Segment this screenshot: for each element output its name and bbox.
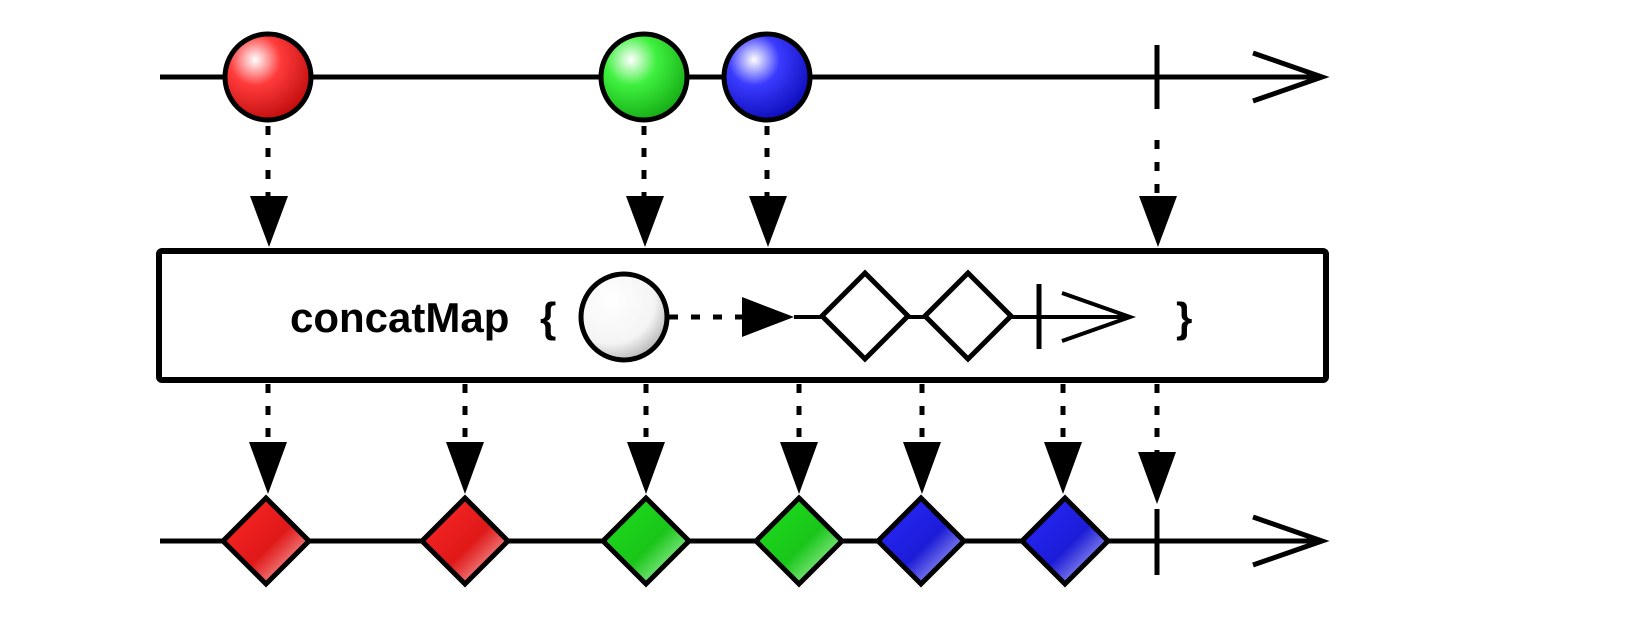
source-item-red-circle: [222, 31, 314, 123]
inner-item-diamond-1: [818, 269, 912, 363]
operator-box: concatMap { }: [156, 248, 1329, 383]
operator-name: concatMap: [290, 294, 509, 341]
input-arrow-red: [250, 126, 288, 247]
output-arrow-2: [446, 384, 484, 494]
input-arrow-green: [626, 126, 664, 247]
source-item-green-circle: [598, 31, 690, 123]
inner-arrowhead: [742, 297, 794, 337]
input-arrow-completion: [1139, 140, 1177, 247]
output-item-green-diamond-2: [752, 494, 846, 588]
operator-open-brace: {: [540, 294, 556, 341]
source-timeline: [160, 31, 1330, 123]
output-arrow-5: [903, 384, 941, 494]
output-arrows: [249, 384, 1176, 504]
inner-timeline-arrowhead: [1061, 291, 1137, 343]
output-item-red-diamond-1: [219, 494, 313, 588]
output-arrow-4: [780, 384, 818, 494]
output-timeline: [160, 494, 1330, 588]
output-arrow-completion: [1138, 384, 1176, 504]
inner-template: [578, 269, 1137, 363]
output-item-green-diamond-1: [599, 494, 693, 588]
output-item-blue-diamond-2: [1018, 494, 1112, 588]
source-item-blue-circle: [721, 31, 813, 123]
output-item-blue-diamond-1: [874, 494, 968, 588]
output-arrow-6: [1044, 384, 1082, 494]
output-timeline-arrowhead: [1252, 514, 1330, 568]
input-arrow-blue: [749, 126, 787, 247]
inner-item-diamond-2: [921, 269, 1015, 363]
operator-close-brace: }: [1176, 294, 1192, 341]
input-arrows: [250, 126, 1177, 247]
output-arrow-1: [249, 384, 287, 494]
source-timeline-arrowhead: [1252, 50, 1330, 104]
output-item-red-diamond-2: [418, 494, 512, 588]
output-arrow-3: [627, 384, 665, 494]
inner-source-circle: [578, 271, 670, 363]
